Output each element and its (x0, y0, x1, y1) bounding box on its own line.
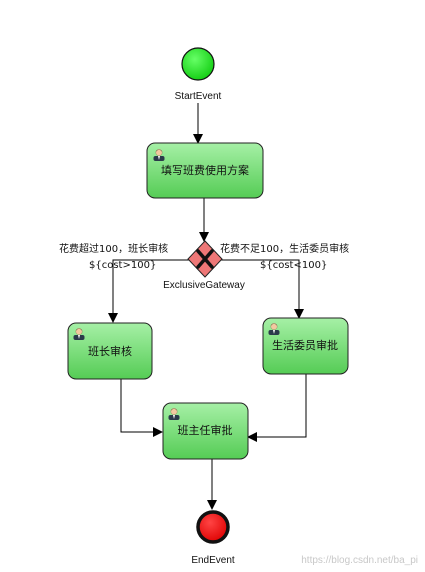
flow-gateway-to-monitor[interactable] (108, 259, 189, 323)
task-head-teacher-approval-label: 班主任审批 (178, 423, 233, 437)
end-event-label: EndEvent (191, 555, 235, 566)
gateway-label: ExclusiveGateway (163, 280, 245, 291)
flow-over-100-label: 花费超过100，班长审核 (59, 242, 168, 255)
task-monitor-review-label: 班长审核 (88, 344, 132, 358)
flow-life-committee-to-head-teacher[interactable] (247, 374, 307, 442)
flow-monitor-to-head-teacher[interactable] (120, 379, 163, 437)
flow-over-100-condition: ${cost>100} (89, 260, 156, 271)
task-fill-plan[interactable]: 填写班费使用方案 (146, 142, 264, 199)
task-monitor-review[interactable]: 班长审核 (67, 322, 153, 380)
x-mark-icon (196, 249, 214, 269)
flow-under-100-condition: ${cost<100} (260, 260, 327, 271)
flow-under-100-label: 花费不足100，生活委员审核 (220, 242, 349, 255)
end-event[interactable] (196, 510, 230, 544)
flow-gateway-to-life-committee[interactable] (221, 259, 304, 319)
start-event-label: StartEvent (175, 91, 222, 102)
watermark-text: https://blog.csdn.net/ba_pi (301, 555, 418, 566)
start-event[interactable] (181, 47, 215, 81)
task-life-committee-approval-label: 生活委员审批 (272, 338, 338, 352)
task-life-committee-approval[interactable]: 生活委员审批 (262, 317, 349, 375)
task-fill-plan-label: 填写班费使用方案 (161, 163, 249, 177)
sequence-flows (108, 103, 307, 510)
exclusive-gateway[interactable] (187, 240, 223, 278)
task-head-teacher-approval[interactable]: 班主任审批 (162, 402, 249, 460)
